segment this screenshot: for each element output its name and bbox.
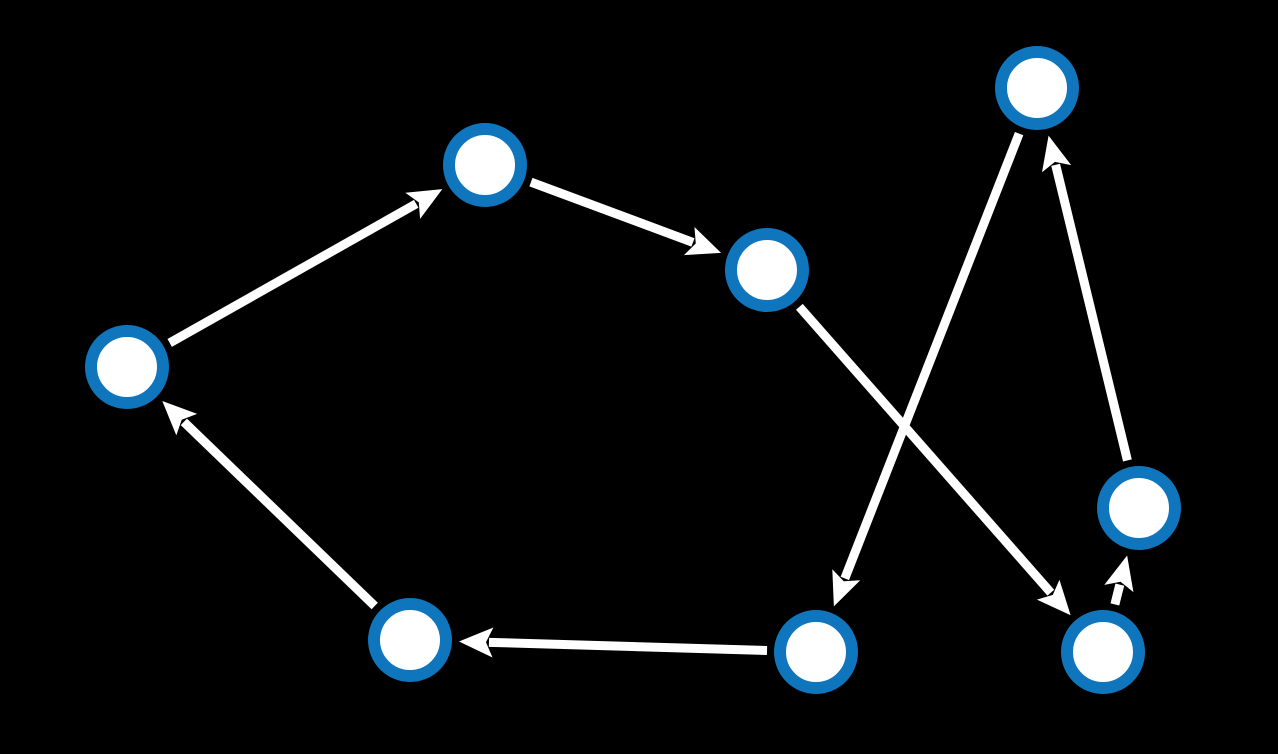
graph-edge-arrowhead-icon	[458, 627, 494, 658]
graph-node[interactable]	[1061, 610, 1145, 694]
graph-edge	[167, 199, 419, 347]
graph-edge-arrowhead-icon	[1036, 579, 1071, 616]
graph-edge	[795, 303, 1055, 596]
graph-node[interactable]	[995, 46, 1079, 130]
graph-node[interactable]	[443, 123, 527, 207]
graph-edge	[840, 131, 1024, 581]
graph-edge	[1110, 583, 1125, 606]
graph-edge	[180, 418, 378, 610]
graph-node[interactable]	[85, 325, 169, 409]
edge-layer	[162, 131, 1134, 658]
graph-edge-arrowhead-icon	[683, 226, 722, 256]
graph-edge-arrowhead-icon	[1042, 135, 1072, 173]
graph-node[interactable]	[725, 228, 809, 312]
graph-edge-arrowhead-icon	[162, 401, 198, 436]
graph-edge-arrowhead-icon	[405, 189, 443, 219]
graph-node[interactable]	[368, 598, 452, 682]
graph-edge	[529, 177, 695, 247]
graph-edge	[1051, 163, 1132, 462]
graph-edge-arrowhead-icon	[1104, 555, 1134, 593]
graph-edge-arrowhead-icon	[832, 569, 861, 607]
graph-node[interactable]	[1097, 466, 1181, 550]
graph-node[interactable]	[774, 610, 858, 694]
node-layer	[85, 46, 1181, 694]
graph-edge	[488, 637, 768, 656]
